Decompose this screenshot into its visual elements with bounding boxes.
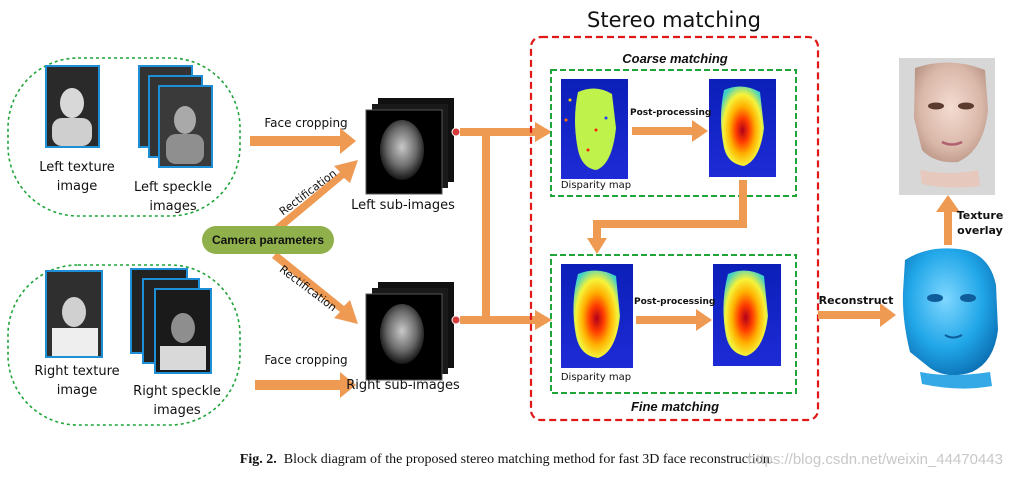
arrow-post-processing-top [632,120,708,142]
connector-dot-bottom [451,315,461,325]
merge-arrows [460,122,552,330]
post-processing-bottom-label: Post-processing [634,297,716,307]
coarse-disparity-map [561,79,628,179]
left-texture-label: Left texture image [39,160,115,194]
coarse-matching-title: Coarse matching [622,51,728,66]
arrow-coarse-to-fine [587,180,747,254]
left-input-group [7,57,241,217]
right-speckle-images [130,268,212,374]
post-processing-top-label: Post-processing [630,108,712,118]
left-speckle-label: Left speckle images [134,180,212,214]
left-texture-image [45,65,100,148]
figure-caption: Fig. 2. Block diagram of the proposed st… [0,452,1013,468]
coarse-matching-box [550,69,797,197]
face-cropping-top-label: Face cropping [264,116,348,130]
caption-prefix: Fig. 2. [239,452,277,467]
watermark: https://blog.csdn.net/weixin_44470443 [747,451,1003,468]
connector-dot-top [451,127,461,137]
arrow-reconstruct [818,303,896,327]
fine-postprocessed-map [713,264,781,366]
face-cropping-bottom-label: Face cropping [264,353,348,367]
reconstructed-face [902,248,998,389]
left-speckle-images [138,65,213,168]
arrow-face-cropping-top [250,128,356,154]
stereo-matching-title: Stereo matching [587,8,761,32]
right-texture-image [45,270,103,358]
arrow-post-processing-bottom [636,309,712,331]
reconstruct-label: Reconstruct [818,294,894,307]
texture-overlay-label: Texture overlay [956,209,1004,237]
left-sub-images-label: Left sub-images [351,198,455,213]
left-sub-images [365,98,454,195]
right-speckle-label: Right speckle images [133,384,221,418]
disparity-map-top-label: Disparity map [560,180,632,191]
arrow-texture-overlay [936,195,960,245]
arrow-rectification-top [272,160,358,234]
camera-parameters-pill: Camera parameters [202,226,334,254]
textured-face [899,58,995,195]
arrow-face-cropping-bottom [255,372,356,398]
fine-matching-title: Fine matching [630,399,720,414]
disparity-map-bottom-label: Disparity map [560,372,632,383]
caption-text: Block diagram of the proposed stereo mat… [283,452,774,467]
right-texture-label: Right texture image [34,364,120,398]
right-sub-images [365,282,454,381]
coarse-postprocessed-map [709,79,776,177]
arrow-rectification-bottom [272,252,358,324]
fine-matching-box [550,254,797,394]
stereo-matching-box [529,35,820,422]
right-input-group [7,264,241,426]
fine-disparity-map [561,264,633,368]
right-sub-images-label: Right sub-images [346,378,460,393]
